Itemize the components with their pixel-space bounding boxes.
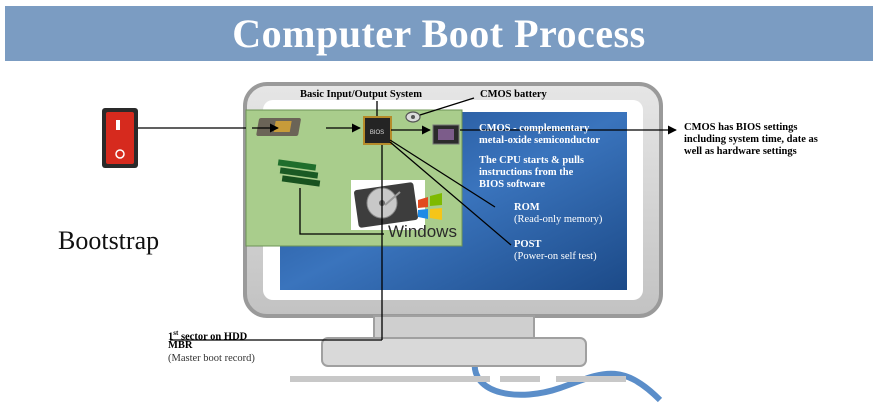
monitor-cable xyxy=(471,359,663,403)
power-switch xyxy=(102,108,138,168)
cmos-settings-line1: CMOS has BIOS settings xyxy=(684,122,798,133)
bios-to-rom-line xyxy=(389,139,496,208)
bios-chip-label: BIOS xyxy=(370,130,384,136)
cmos-battery-label: CMOS battery xyxy=(480,89,547,100)
bios-system-label: Basic Input/Output System xyxy=(300,89,422,100)
switch-on-mark xyxy=(116,120,120,130)
hdd-first-sector-number: 1 xyxy=(168,331,174,343)
mbr-description: (Master boot record) xyxy=(168,353,255,364)
rom-label: ROM xyxy=(514,202,540,213)
hdd-first-sector-text: sector on HDD xyxy=(178,331,248,343)
cmos-battery-line xyxy=(419,97,475,116)
ram-to-hdd-line xyxy=(299,188,384,235)
bios-chip-icon: BIOS xyxy=(363,116,392,145)
bootstrap-label: Bootstrap xyxy=(58,226,160,255)
hard-drive-icon xyxy=(351,180,425,230)
switch-rocker xyxy=(106,112,134,164)
cmos-settings-line3: well as hardware settings xyxy=(684,146,797,157)
page-title: Computer Boot Process xyxy=(232,11,646,56)
ram-module-icon xyxy=(277,159,321,187)
cpu-note-line3: BIOS software xyxy=(479,179,546,190)
hdd-first-sector-suffix: st xyxy=(173,329,179,337)
cpu-chip-icon xyxy=(256,118,301,136)
title-banner: Computer Boot Process xyxy=(5,6,873,61)
switch-off-mark xyxy=(115,149,125,159)
bios-to-post-line xyxy=(389,141,512,246)
cmos-chip-icon xyxy=(432,124,460,145)
cpu-note-line1: The CPU starts & pulls xyxy=(479,155,585,166)
hdd-first-sector-label: 1st sector on HDD xyxy=(168,327,247,344)
cmos-label-line2: metal-oxide semiconductor xyxy=(479,135,601,146)
rom-description: (Read-only memory) xyxy=(514,214,603,225)
cmos-settings-line2: including system time, date as xyxy=(684,134,818,145)
cmos-battery-icon xyxy=(405,111,421,123)
mbr-label: MBR xyxy=(168,340,193,351)
connector-lines xyxy=(138,97,677,341)
keyboard xyxy=(290,376,626,382)
monitor-stand xyxy=(321,337,587,367)
post-description: (Power-on self test) xyxy=(514,251,597,262)
cpu-note-line2: instructions from the xyxy=(479,167,574,178)
windows-wordmark: Windows xyxy=(388,222,457,241)
post-label: POST xyxy=(514,239,542,250)
cmos-label-line1: CMOS - complementary xyxy=(479,123,590,134)
windows-logo-icon xyxy=(418,193,442,220)
